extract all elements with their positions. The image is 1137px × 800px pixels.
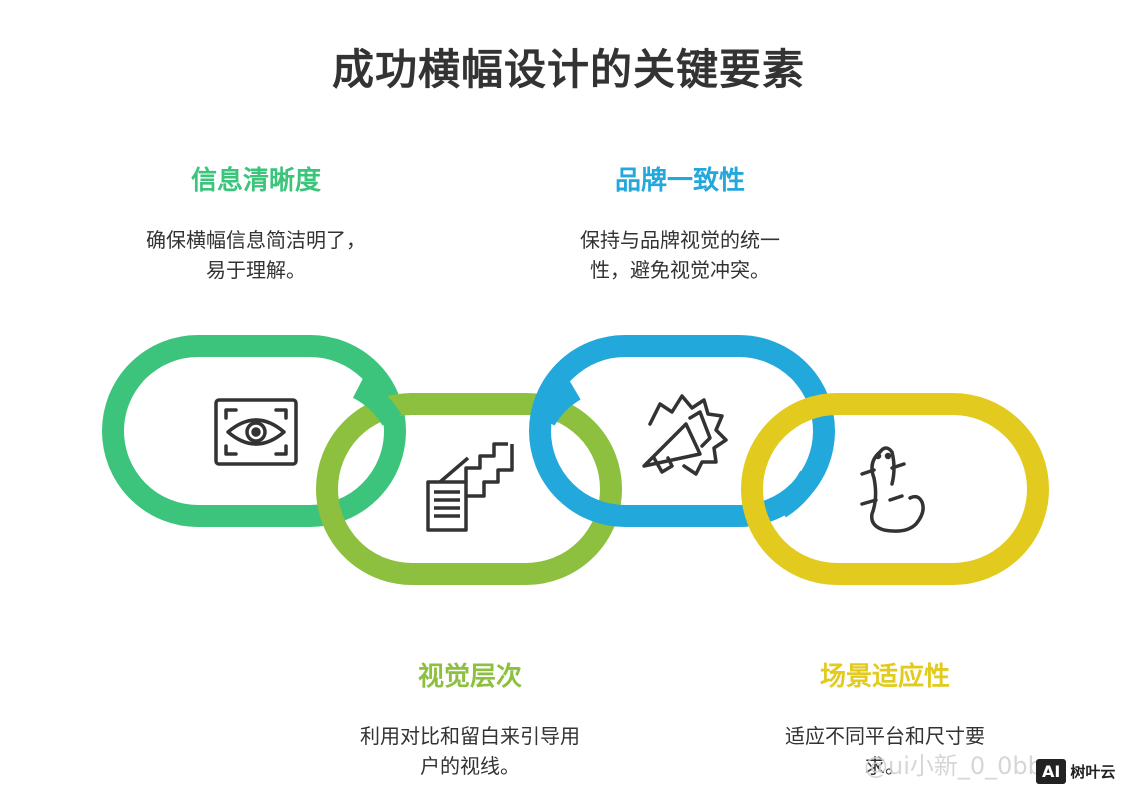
element-brand-consistency: 品牌一致性 保持与品牌视觉的统一 性，避免视觉冲突。 (530, 160, 830, 285)
element-scene-adaptability: 场景适应性 适应不同平台和尺寸要 求。 (735, 656, 1035, 781)
chain-link-yellow (741, 393, 1049, 585)
link-overlap (535, 380, 581, 426)
chain-link-lime (316, 393, 622, 585)
element-description: 确保横幅信息简洁明了， 易于理解。 (146, 228, 366, 282)
page-title: 成功横幅设计的关键要素 (331, 45, 805, 94)
brand-badge: AI 树叶云 (1036, 755, 1115, 787)
element-clarity: 信息清晰度 确保横幅信息简洁明了， 易于理解。 (96, 160, 416, 285)
chain-link-blue (529, 335, 835, 527)
element-description: 保持与品牌视觉的统一 性，避免视觉冲突。 (580, 228, 780, 282)
stairs-icon (426, 442, 514, 532)
element-heading: 品牌一致性 (614, 166, 745, 196)
element-visual-hierarchy: 视觉层次 利用对比和留白来引导用 户的视线。 (320, 656, 620, 781)
element-heading: 视觉层次 (417, 662, 522, 692)
element-description: 利用对比和留白来引导用 户的视线。 (360, 724, 580, 778)
element-heading: 场景适应性 (819, 662, 950, 692)
watermark: @ui小新_0_0bb (864, 752, 1043, 780)
link-overlap (773, 470, 820, 518)
chain-link-green (102, 335, 406, 527)
link-overlap (352, 378, 402, 426)
element-heading: 信息清晰度 (190, 166, 321, 196)
ai-logo: AI (1036, 758, 1067, 784)
megaphone-icon (642, 394, 728, 476)
lizard-icon (860, 446, 925, 533)
element-description: 适应不同平台和尺寸要 求。 (785, 724, 985, 778)
brand-name: 树叶云 (1070, 762, 1116, 781)
eye-icon (214, 398, 298, 466)
